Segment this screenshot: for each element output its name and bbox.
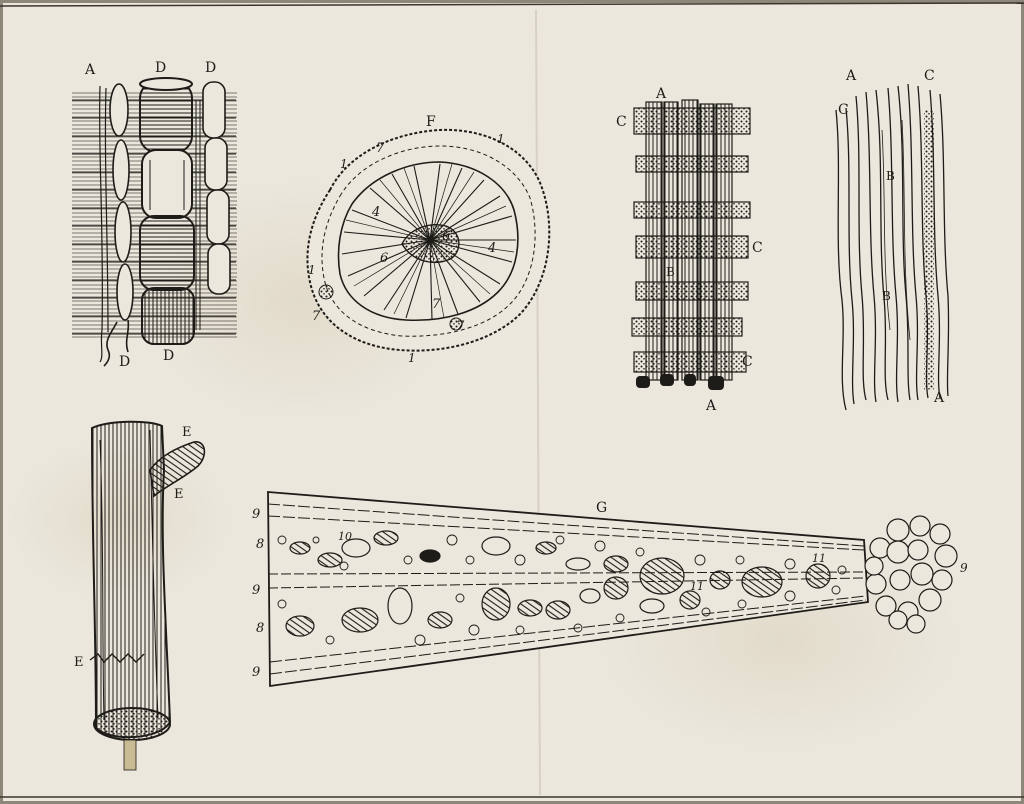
figure-label: 11 xyxy=(690,580,704,593)
figure-label: 7 xyxy=(312,309,321,324)
figure-label: C xyxy=(616,114,627,130)
figure-label: 9 xyxy=(960,561,968,575)
figure-label: D xyxy=(205,60,216,76)
figure-label: 7 xyxy=(432,297,441,312)
stem-cut-end xyxy=(93,707,171,741)
large-vessel-center xyxy=(139,77,195,345)
figure-label: D xyxy=(155,60,166,76)
wood-ring xyxy=(337,161,519,322)
figure-label: 11 xyxy=(812,552,826,565)
figure-label: 4 xyxy=(487,241,496,256)
figure-label: D xyxy=(119,354,130,370)
figure-stem-cross-section: F 1 1 1 1 7 7 7 7 4 4 6 6 xyxy=(306,114,551,365)
vessel-cells xyxy=(285,530,831,637)
figure-label: 10 xyxy=(338,530,352,543)
figure-label: 7 xyxy=(456,319,465,334)
figure-label: A xyxy=(705,398,717,414)
figure-label: E xyxy=(74,655,84,670)
figure-label: C xyxy=(742,354,753,370)
figure-label: 8 xyxy=(256,537,264,552)
fibre-ends xyxy=(636,374,724,390)
figure-label: 1 xyxy=(497,132,505,146)
figure-label: G xyxy=(596,500,607,516)
figure-label: 6 xyxy=(380,251,388,266)
figure-label: 1 xyxy=(408,351,416,365)
figure-label: 6 xyxy=(442,229,450,244)
figure-label: C xyxy=(838,102,849,118)
figure-label: 7 xyxy=(376,141,385,156)
figure-label: C xyxy=(924,68,935,84)
parenchyma-cells xyxy=(277,534,847,646)
figure-label: C xyxy=(752,240,763,256)
figure-label: 9 xyxy=(252,583,260,598)
section-outline xyxy=(267,491,869,688)
figure-label: 9 xyxy=(252,507,260,522)
figure-label: 4 xyxy=(371,205,380,220)
root-tip-cells xyxy=(864,515,958,634)
branch-stub xyxy=(149,441,206,498)
figure-label: A xyxy=(655,86,667,102)
figure-longitudinal-section: G 9 8 9 8 9 9 10 11 11 xyxy=(252,491,968,688)
figure-label: E xyxy=(182,425,192,440)
pith xyxy=(401,224,460,264)
beaded-vessel-right xyxy=(195,81,231,330)
figure-vessel-segments: A D D D D xyxy=(72,60,237,370)
figure-wavy-fibres: A C C B B A xyxy=(835,68,950,411)
figure-label: 9 xyxy=(252,665,260,680)
figure-label: B xyxy=(666,265,675,279)
figure-label: B xyxy=(882,289,891,303)
medullary-rays xyxy=(341,163,516,321)
figure-label: A xyxy=(933,390,945,406)
figure-label: D xyxy=(163,348,174,364)
figure-stem-fragment: E E E xyxy=(74,420,206,771)
figure-fibre-lattice: A A C C C B xyxy=(616,86,763,414)
figure-label: A xyxy=(84,62,96,78)
horizontal-bands xyxy=(631,107,751,373)
figure-label: E xyxy=(174,487,184,502)
figure-label: 1 xyxy=(340,157,348,171)
figure-label: F xyxy=(426,114,436,130)
figure-label: 1 xyxy=(308,263,316,277)
figure-label: A xyxy=(845,68,857,84)
figure-label: 8 xyxy=(256,621,264,636)
figure-label: B xyxy=(886,169,895,183)
beaded-vessel-left xyxy=(103,83,134,367)
